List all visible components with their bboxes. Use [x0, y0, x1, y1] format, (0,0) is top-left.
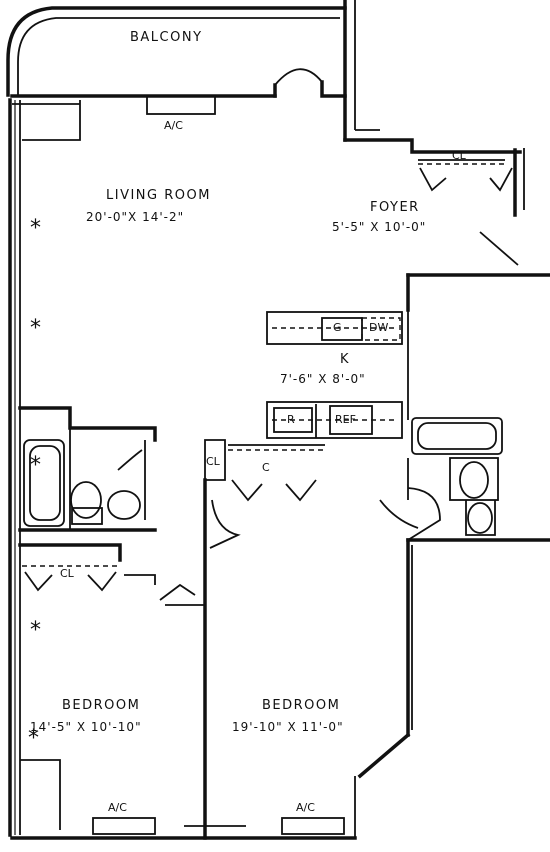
bedroom-left-dims: 14'-5" X 10'-10": [30, 720, 142, 734]
ac-unit-bedroom-left: [92, 817, 156, 835]
right-exterior-wall: [406, 273, 550, 737]
star-marker: *: [30, 216, 41, 241]
closet-hall-c-label: C: [262, 461, 270, 474]
balcony-railing: [6, 0, 356, 142]
hall-closets: [203, 439, 419, 840]
ac-label-bedroom-right: A/C: [296, 801, 315, 814]
bathroom-right: [407, 417, 503, 541]
bedroom-left-closet: [18, 543, 205, 606]
bedroom-left-label: BEDROOM: [62, 698, 141, 713]
bottom-walls: [10, 759, 357, 840]
star-marker: *: [28, 726, 39, 751]
kitchen-label: K: [340, 352, 351, 367]
ac-unit-living: [146, 95, 216, 115]
bedroom-right-dims: 19'-10" X 11'-0": [232, 720, 344, 734]
living-room-label: LIVING ROOM: [106, 188, 211, 203]
foyer-dims: 5'-5" X 10'-0": [332, 220, 427, 234]
exterior-wall-left: [8, 98, 21, 837]
star-marker: *: [30, 316, 41, 341]
living-room-dims: 20'-0"X 14'-2": [86, 210, 185, 224]
kitchen-dims: 7'-6" X 8'-0": [280, 372, 366, 386]
ac-unit-bedroom-right: [281, 817, 345, 835]
ac-label-living: A/C: [164, 119, 183, 132]
foyer-walls: [343, 129, 525, 266]
kitchen-counters: [266, 311, 403, 439]
closet-bedroom-label: CL: [60, 567, 74, 580]
closet-hall-label: CL: [206, 455, 220, 468]
ac-label-bedroom-left: A/C: [108, 801, 127, 814]
closet-foyer-label: CL: [452, 149, 466, 162]
star-marker: *: [30, 453, 41, 478]
foyer-label: FOYER: [370, 200, 420, 215]
dishwasher-label: DW: [369, 321, 389, 334]
balcony-label: BALCONY: [130, 30, 203, 45]
bathroom-left: [18, 406, 157, 532]
garbage-label: G: [333, 321, 342, 334]
star-marker: *: [30, 618, 41, 643]
range-label: R: [287, 413, 295, 426]
living-room-top-wall: [10, 68, 347, 141]
refrigerator-label: REF: [335, 413, 356, 426]
bedroom-right-label: BEDROOM: [262, 698, 341, 713]
